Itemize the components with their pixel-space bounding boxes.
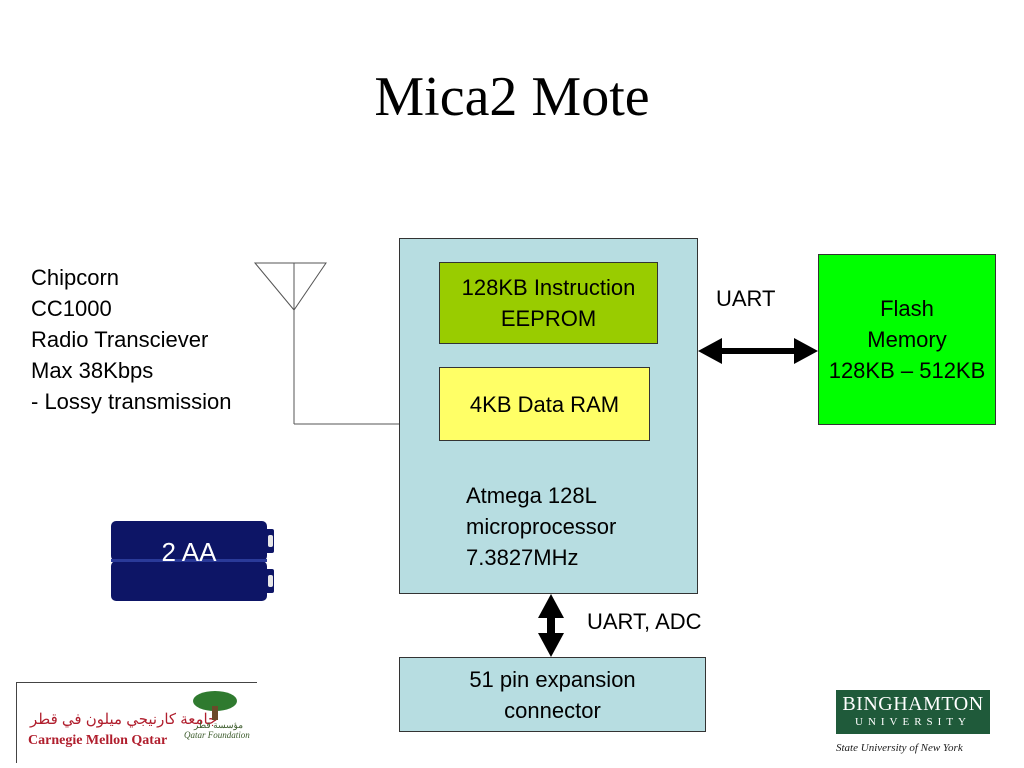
- cmu-arabic-text: جامعة كارنيجي ميلون في قطر: [30, 711, 218, 728]
- uart-flash-label: UART: [716, 286, 776, 311]
- radio-description: Chipcorn CC1000 Radio Transciever Max 38…: [31, 265, 232, 414]
- slide-title: Mica2 Mote: [374, 66, 650, 128]
- eeprom-block: 128KB Instruction EEPROM: [439, 262, 658, 344]
- expansion-block: 51 pin expansion connector: [399, 657, 706, 732]
- uart-flash-arrow: [698, 338, 818, 364]
- flash-block: Flash Memory 128KB – 512KB: [818, 254, 996, 425]
- battery-label: 2 AA: [161, 537, 217, 567]
- cmu-english-text: Carnegie Mellon Qatar: [28, 733, 168, 748]
- qf-arabic-text: مؤسسة قطر: [194, 720, 244, 730]
- uart-adc-arrow: [538, 594, 564, 657]
- battery-icon: [111, 521, 274, 601]
- tree-icon: [193, 691, 237, 720]
- qf-english-text: Qatar Foundation: [184, 730, 250, 740]
- binghamton-subtitle: State University of New York: [836, 742, 963, 754]
- binghamton-name: BINGHAMTON: [842, 693, 984, 715]
- uart-adc-label: UART, ADC: [587, 609, 702, 634]
- binghamton-university: UNIVERSITY: [855, 716, 971, 728]
- ram-block: 4KB Data RAM: [439, 367, 650, 441]
- binghamton-logo: BINGHAMTON UNIVERSITY: [836, 690, 990, 734]
- processor-label: Atmega 128L microprocessor 7.3827MHz: [466, 483, 617, 570]
- antenna-icon: [253, 262, 327, 311]
